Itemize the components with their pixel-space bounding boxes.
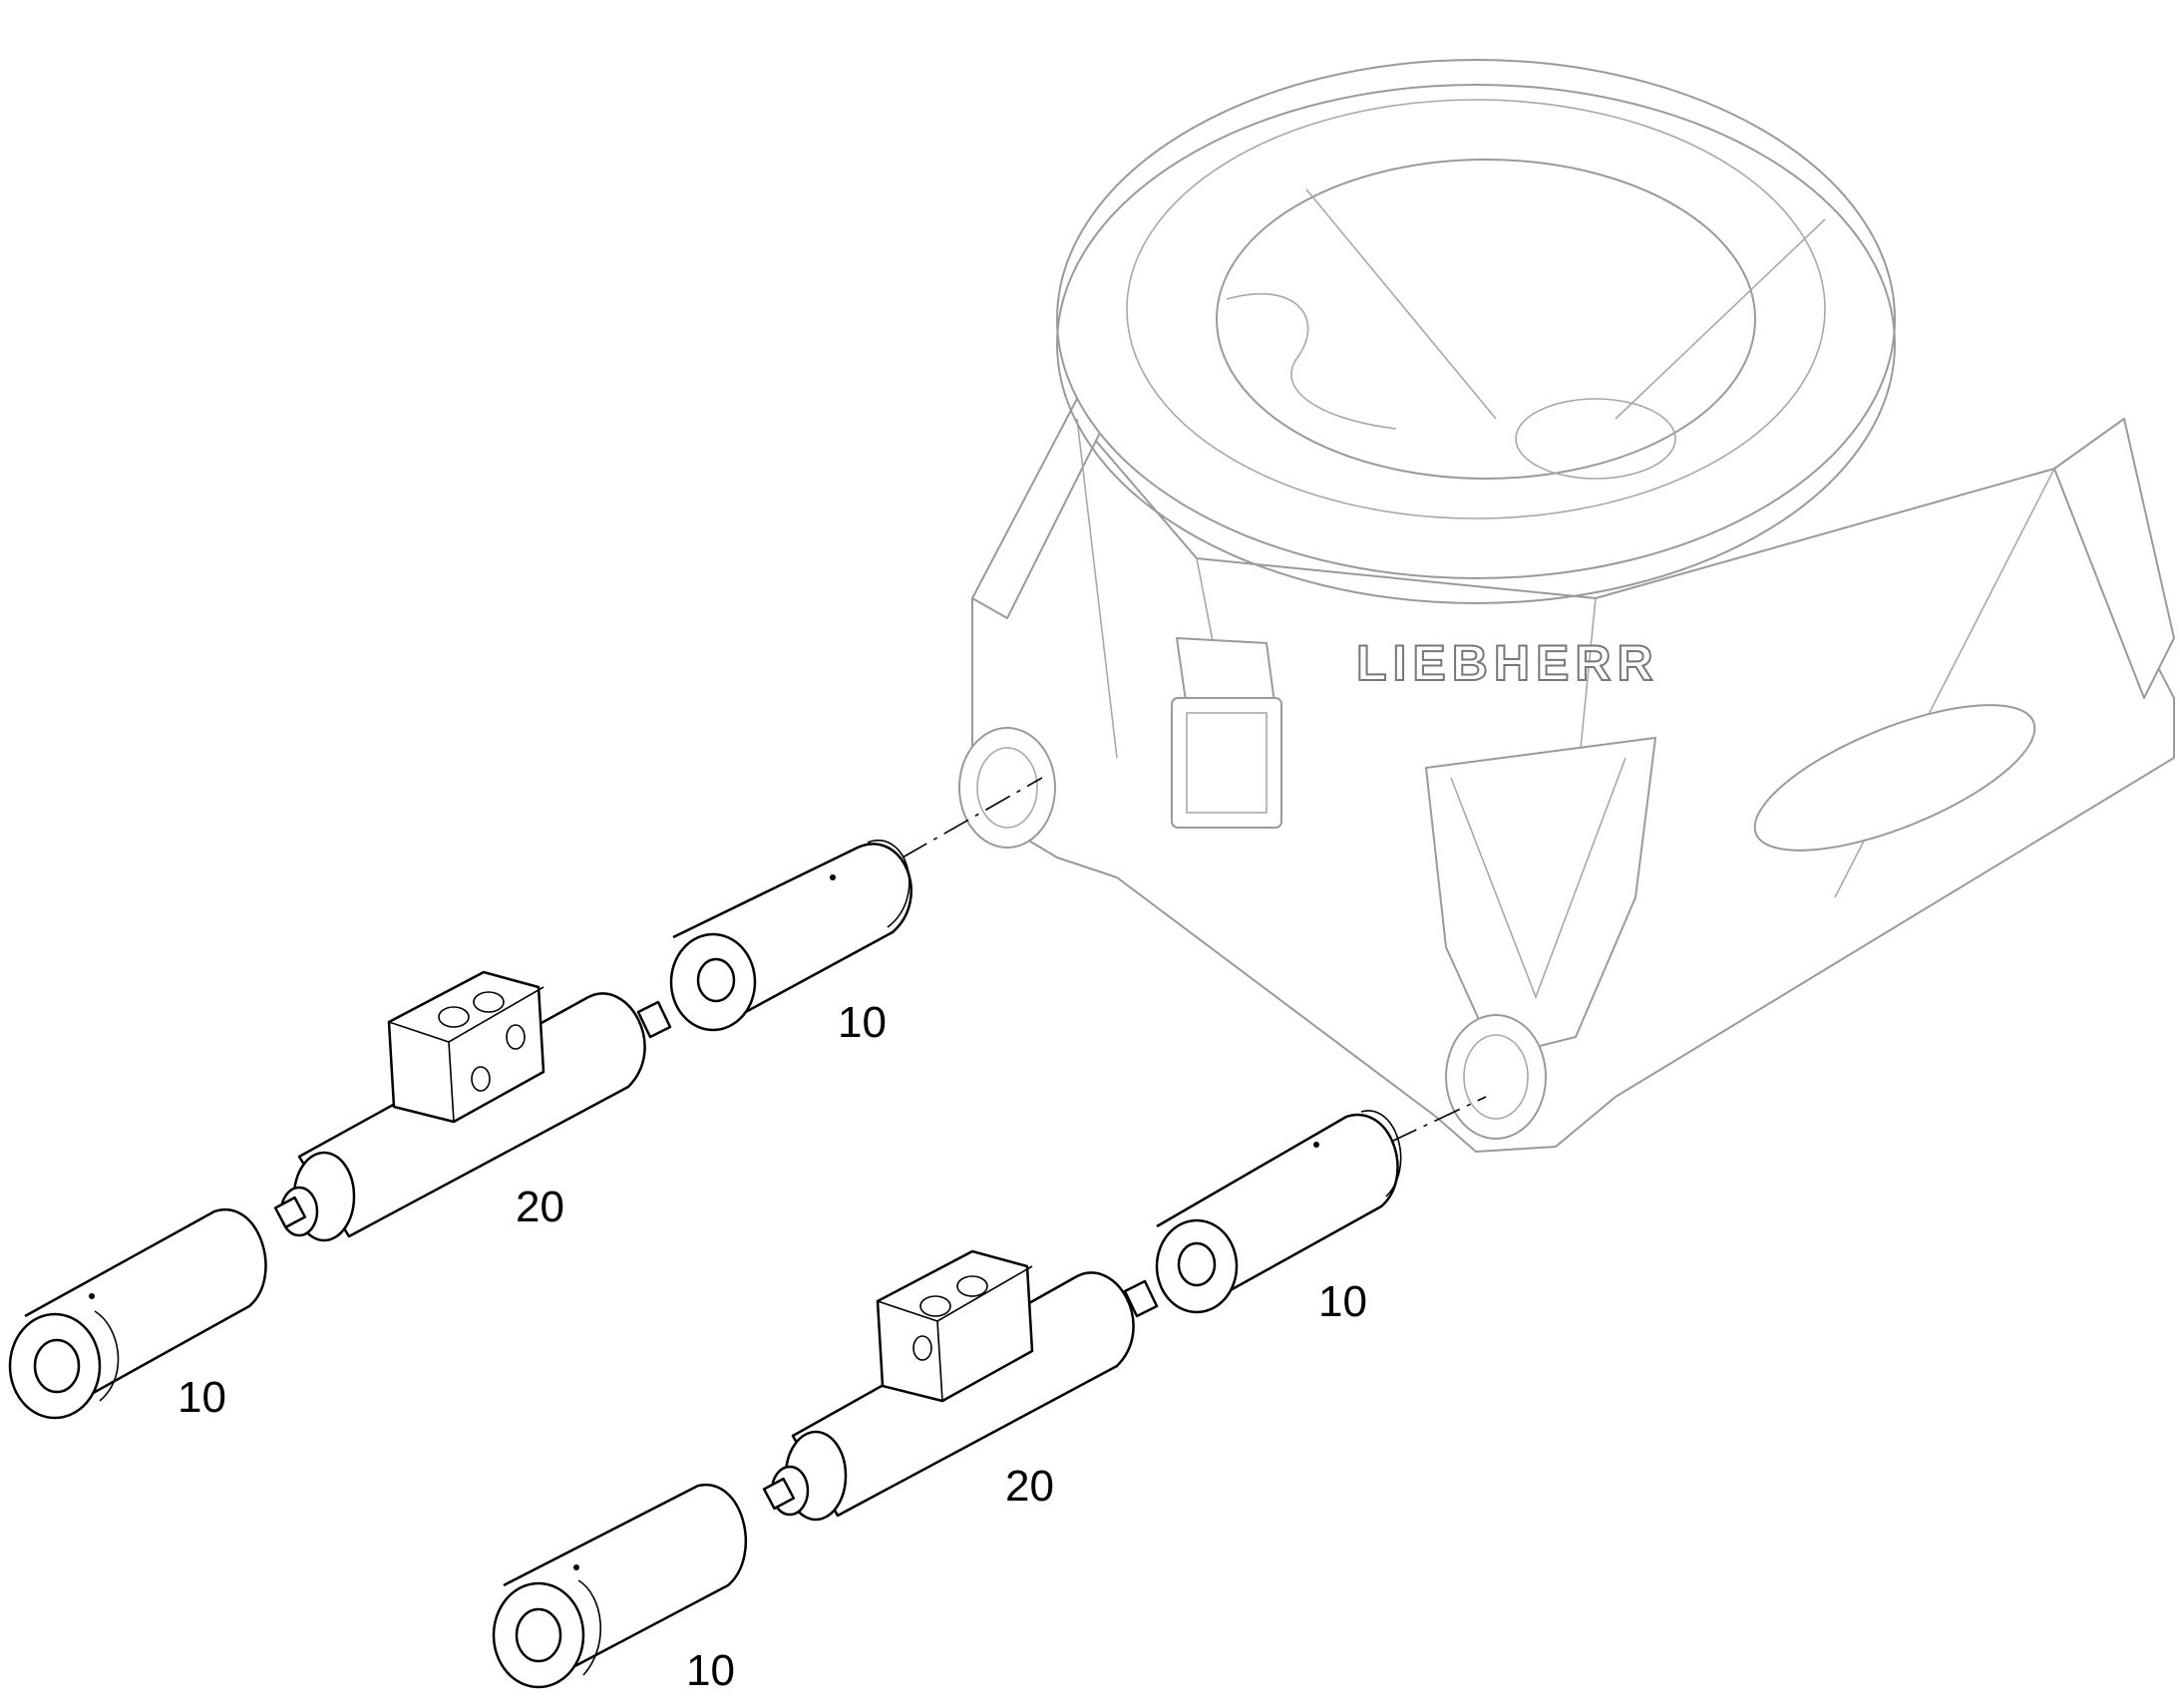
bushing-middle-right	[1155, 1110, 1402, 1314]
centre-line-lower	[1390, 1096, 1487, 1143]
label-valve-a: 20	[516, 1183, 564, 1231]
valve-upper	[273, 970, 672, 1242]
label-valve-b: 20	[1005, 1462, 1054, 1511]
turntable-housing: LIEBHERR	[958, 59, 2175, 1153]
label-bushing-b: 10	[178, 1373, 226, 1422]
bushing-upper-right	[669, 840, 912, 1032]
label-bushing-c: 10	[1318, 1277, 1367, 1326]
label-bushing-d: 10	[686, 1646, 735, 1695]
svg-text:LIEBHERR: LIEBHERR	[1356, 635, 1659, 691]
centre-line-upper	[902, 777, 1043, 858]
bushing-bottom	[492, 1483, 748, 1689]
label-bushing-a: 10	[838, 998, 887, 1047]
bushing-lower-left	[8, 1207, 267, 1420]
valve-lower	[762, 1249, 1159, 1522]
